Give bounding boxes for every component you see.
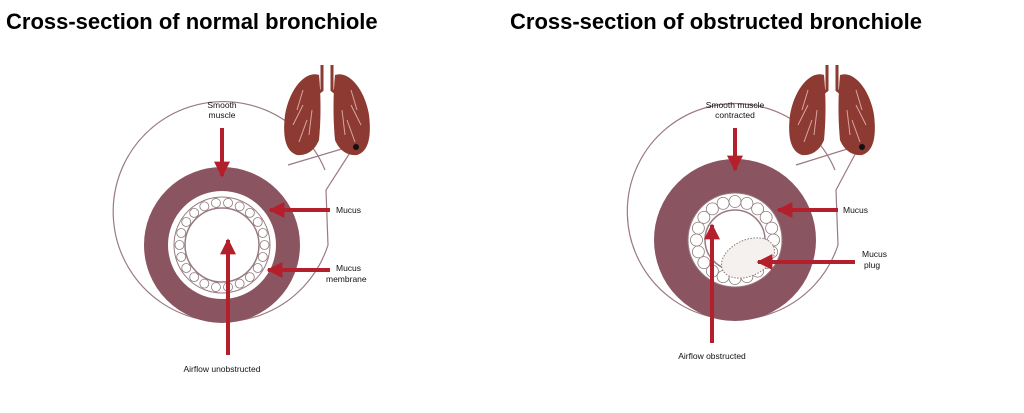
mucus-cell — [223, 198, 233, 208]
smooth-muscle-label-2: muscle — [209, 110, 236, 120]
mucus-cell — [234, 201, 245, 212]
mucus-cell — [705, 202, 719, 216]
mucus-cell — [697, 256, 711, 270]
smooth-muscle-label: Smooth — [207, 100, 237, 110]
mucus-cell — [211, 282, 221, 292]
mucus-cell — [751, 202, 765, 216]
smooth-muscle-ring — [144, 167, 300, 323]
mucus-cells — [690, 195, 780, 285]
mucus-cell — [691, 245, 705, 259]
magnifier-outline — [626, 102, 862, 321]
mucus-label: Mucus — [336, 205, 361, 215]
mucus-cells — [174, 198, 270, 292]
mucus-membrane-label-2: membrane — [326, 274, 367, 284]
mucus-cell — [181, 217, 192, 227]
contracted-muscle-ring — [654, 159, 816, 321]
lungs-icon — [787, 63, 877, 157]
mucus-cell — [728, 195, 742, 208]
airflow-label: Airflow unobstructed — [183, 364, 260, 374]
mucus-cell — [181, 263, 192, 273]
mucus-cell — [716, 196, 730, 210]
obstructed-bronchiole-diagram: Smooth muscle contracted Mucus Mucus plu… — [626, 63, 887, 361]
normal-bronchiole-diagram: Smooth muscle Mucus Mucus membrane Airfl… — [112, 63, 372, 374]
mucus-cell — [257, 252, 268, 262]
mucus-plug-label: Mucus — [862, 249, 887, 259]
mucus-membrane-label: Mucus — [336, 263, 361, 273]
mucus-cell — [176, 228, 187, 238]
obstructed-bronchiole-title: Cross-section of obstructed bronchiole — [510, 9, 922, 34]
mucus-cell — [690, 233, 703, 247]
mucus-cell — [259, 240, 270, 250]
mucus-cell — [234, 278, 245, 289]
mucus-cell — [765, 221, 779, 235]
mucus-cell — [189, 207, 200, 218]
mucus-plug-label-2: plug — [864, 260, 880, 270]
lung-zoom-point — [859, 144, 865, 150]
normal-bronchiole-title: Cross-section of normal bronchiole — [6, 9, 378, 34]
airflow-label: Airflow obstructed — [678, 351, 746, 361]
mucus-cell — [244, 272, 255, 283]
mucus-cell — [244, 207, 255, 218]
mucus-cell — [199, 201, 210, 212]
magnifier-outline — [112, 101, 357, 323]
mucus-label: Mucus — [843, 205, 868, 215]
mucus-cell — [174, 240, 185, 250]
mucus-cell — [211, 198, 221, 208]
mucus-cell — [759, 210, 773, 224]
smooth-muscle-label: Smooth muscle — [706, 100, 765, 110]
mucus-cell — [740, 196, 754, 210]
lung-zoom-point — [353, 144, 359, 150]
mucus-cell — [257, 228, 268, 238]
mucus-cell — [199, 278, 210, 289]
mucus-cell — [176, 252, 187, 262]
lumen — [184, 207, 260, 283]
mucus-cell — [697, 210, 711, 224]
mucus-cell — [189, 272, 200, 283]
mucus-cell — [691, 221, 705, 235]
mucus-cell — [252, 217, 263, 227]
smooth-muscle-label-2: contracted — [715, 110, 755, 120]
mucus-cell — [252, 263, 263, 273]
lungs-icon — [282, 63, 372, 157]
